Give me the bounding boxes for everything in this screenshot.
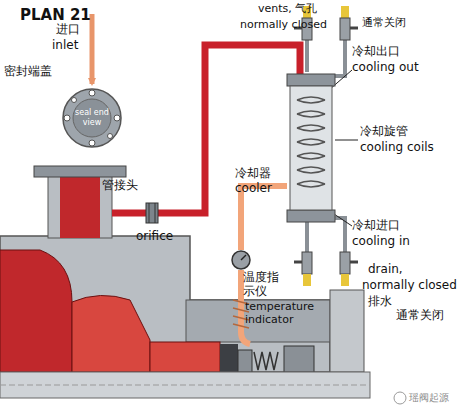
valve-handle (350, 261, 358, 264)
drain-pipe (335, 218, 345, 252)
annotation-label: normally closed (362, 278, 457, 292)
nozzle-flow (60, 176, 100, 238)
inlet-arrow (90, 14, 95, 84)
annotation-label: cooling out (352, 60, 419, 74)
orifice-bolt (155, 203, 156, 223)
pipe-connector (241, 186, 287, 250)
seal-chamber-flow (150, 342, 220, 372)
drain-valve (302, 252, 312, 274)
annotation-label: 排水 (368, 294, 392, 308)
bolt-hole (72, 98, 77, 103)
vent-valve (340, 18, 350, 40)
cooler-cap (287, 210, 335, 222)
annotation-label: normally closed (240, 18, 327, 32)
node-label: seal end view (72, 108, 112, 128)
nozzle-flange (34, 166, 126, 177)
bolt-hole (108, 134, 113, 139)
seal-ring (238, 350, 252, 372)
node-label: cooler (235, 181, 283, 195)
orifice-bolt (149, 203, 150, 223)
annotation-label: inlet (52, 38, 78, 52)
leader-line (335, 140, 358, 141)
annotation-label: drain, (368, 262, 403, 276)
discharge-pipe (112, 210, 146, 217)
vent-tip (341, 6, 349, 18)
cooler-shape (287, 74, 335, 222)
orifice-plate (146, 203, 158, 223)
seal-end-view-circle: seal end view (62, 88, 122, 148)
node-label: 温度指示仪 (243, 270, 281, 298)
annotation-label: 冷却出口 (352, 44, 400, 58)
seal-gland (186, 300, 330, 342)
annotation-label: cooling coils (360, 140, 434, 154)
orifice-shape (146, 203, 158, 223)
annotation-label: 通常关闭 (362, 16, 406, 30)
indicator-dial (231, 250, 251, 270)
orifice-flange: 管接头orifice (146, 203, 158, 223)
valve-handle (294, 261, 302, 264)
bearing-bracket (330, 290, 364, 372)
temperature-indicator: 温度指示仪temperature indicator (231, 250, 251, 270)
node-label: 管接头 (102, 178, 152, 192)
gland-bore (73, 99, 111, 137)
drain-valve (340, 252, 350, 274)
impeller (72, 295, 150, 372)
shaft-centerline (0, 385, 370, 386)
shaft (0, 372, 370, 398)
drain-tip (341, 274, 349, 286)
node-label: 冷却器 (235, 166, 283, 180)
drain-tip (303, 274, 311, 286)
node-label: orifice (136, 229, 186, 243)
cooler-cap (287, 74, 335, 86)
bolt-hole (89, 90, 95, 96)
vent-pipe (335, 40, 345, 76)
vent-pipe (305, 40, 309, 72)
drain-pipe (305, 222, 309, 252)
pump-casing (0, 236, 330, 372)
dial-face (232, 251, 250, 269)
valve-handle (350, 27, 358, 30)
annotation-label: cooling in (352, 234, 410, 248)
annotation-label: 进口 (56, 22, 80, 36)
watermark-icon (394, 392, 406, 404)
node-label: temperature indicator (245, 300, 319, 326)
seal-spring (254, 352, 278, 370)
seal-face (220, 344, 238, 372)
bolt-hole (89, 140, 95, 146)
cooler-body: 冷却器cooler (287, 74, 335, 222)
seal-sleeve-collar (284, 346, 314, 372)
annotation-label: vents, 气孔 (258, 2, 317, 16)
annotation-label: 密封端盖 (4, 64, 52, 78)
cooling-coil (297, 97, 325, 187)
annotation-label: 通常关闭 (396, 308, 444, 322)
volute-red (0, 250, 72, 372)
annotation-label: 冷却旋管 (360, 124, 408, 138)
annotation-label: 冷却进口 (352, 218, 400, 232)
watermark: 瑶阀起源 (409, 391, 449, 405)
cooler-shell (290, 86, 332, 210)
gland-plate (63, 89, 121, 147)
bolt-hole (64, 115, 70, 121)
dial-needle (241, 255, 246, 260)
bolt-hole (114, 115, 120, 121)
diagram-title: PLAN 21 (20, 6, 91, 24)
